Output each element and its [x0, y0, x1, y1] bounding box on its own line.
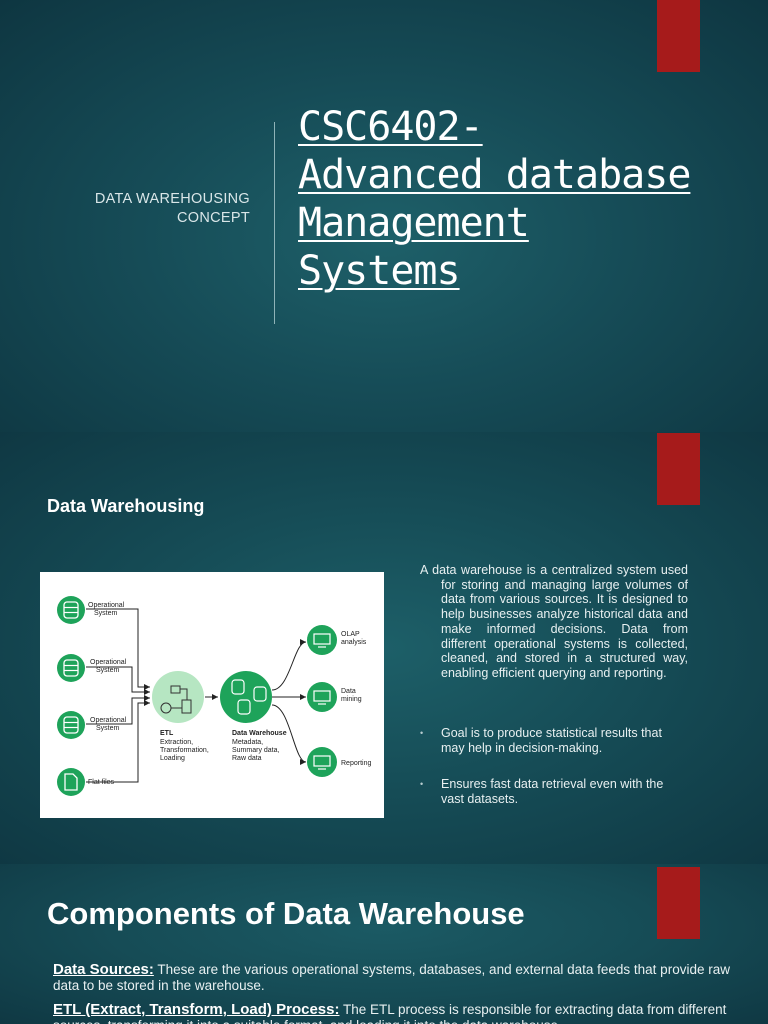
slide-title: CSC6402- Advanced database Management Sy… — [298, 103, 738, 295]
bullet-icon: • — [420, 728, 424, 738]
source-label: Flat files — [88, 779, 115, 786]
slide-heading: Data Warehousing — [47, 496, 205, 516]
bullet-icon: • — [420, 779, 424, 789]
component-item: ETL (Extract, Transform, Load) Process: … — [53, 1002, 733, 1024]
database-icon — [57, 654, 85, 682]
slide-heading: Components of Data Warehouse — [47, 896, 525, 931]
monitor-icon — [307, 682, 337, 712]
etl-process-icon — [152, 671, 204, 723]
bullet-text: Ensures fast data retrieval even with th… — [441, 777, 664, 806]
component-text: These are the various operational system… — [53, 962, 730, 993]
title-line: Advanced database — [298, 152, 691, 198]
red-accent-tab — [657, 0, 700, 72]
etl-title: ETL — [160, 730, 174, 737]
bullet-text: Goal is to produce statistical results t… — [441, 726, 662, 755]
etl-desc: Extraction,Transformation,Loading — [160, 739, 209, 762]
data-warehousing-slide: Data Warehousing — [0, 432, 768, 864]
description-paragraph: A data warehouse is a centralized system… — [420, 563, 688, 680]
subtitle-line: CONCEPT — [177, 210, 250, 226]
dw-title: Data Warehouse — [232, 730, 287, 737]
title-line: Systems — [298, 248, 461, 294]
title-slide: DATA WAREHOUSING CONCEPT CSC6402- Advanc… — [0, 0, 768, 432]
database-icon — [57, 711, 85, 739]
title-line: CSC6402- — [298, 104, 484, 150]
database-icon — [57, 596, 85, 624]
component-item: Data Sources: These are the various oper… — [53, 962, 733, 994]
slide-subtitle: DATA WAREHOUSING CONCEPT — [95, 190, 250, 228]
monitor-icon — [307, 625, 337, 655]
description-text: A data warehouse is a centralized system… — [420, 563, 688, 681]
component-text: The ETL process is responsible for extra… — [53, 1002, 727, 1024]
component-term: Data Sources: — [53, 961, 154, 978]
component-term: ETL (Extract, Transform, Load) Process: — [53, 1001, 340, 1018]
data-warehouse-icon — [220, 671, 272, 723]
bullet-item: • Goal is to produce statistical results… — [420, 726, 688, 756]
divider-line — [274, 122, 275, 324]
subtitle-line: DATA WAREHOUSING — [94, 191, 250, 207]
file-icon — [57, 768, 85, 796]
components-slide: Components of Data Warehouse Data Source… — [0, 864, 768, 1024]
output-label: Reporting — [341, 760, 371, 767]
red-accent-tab — [657, 433, 700, 505]
dw-desc: Metadata,Summary data,Raw data — [232, 739, 280, 762]
title-line: Management — [298, 200, 530, 246]
monitor-icon — [307, 747, 337, 777]
red-accent-tab — [657, 867, 700, 939]
bullet-item: • Ensures fast data retrieval even with … — [420, 777, 688, 807]
